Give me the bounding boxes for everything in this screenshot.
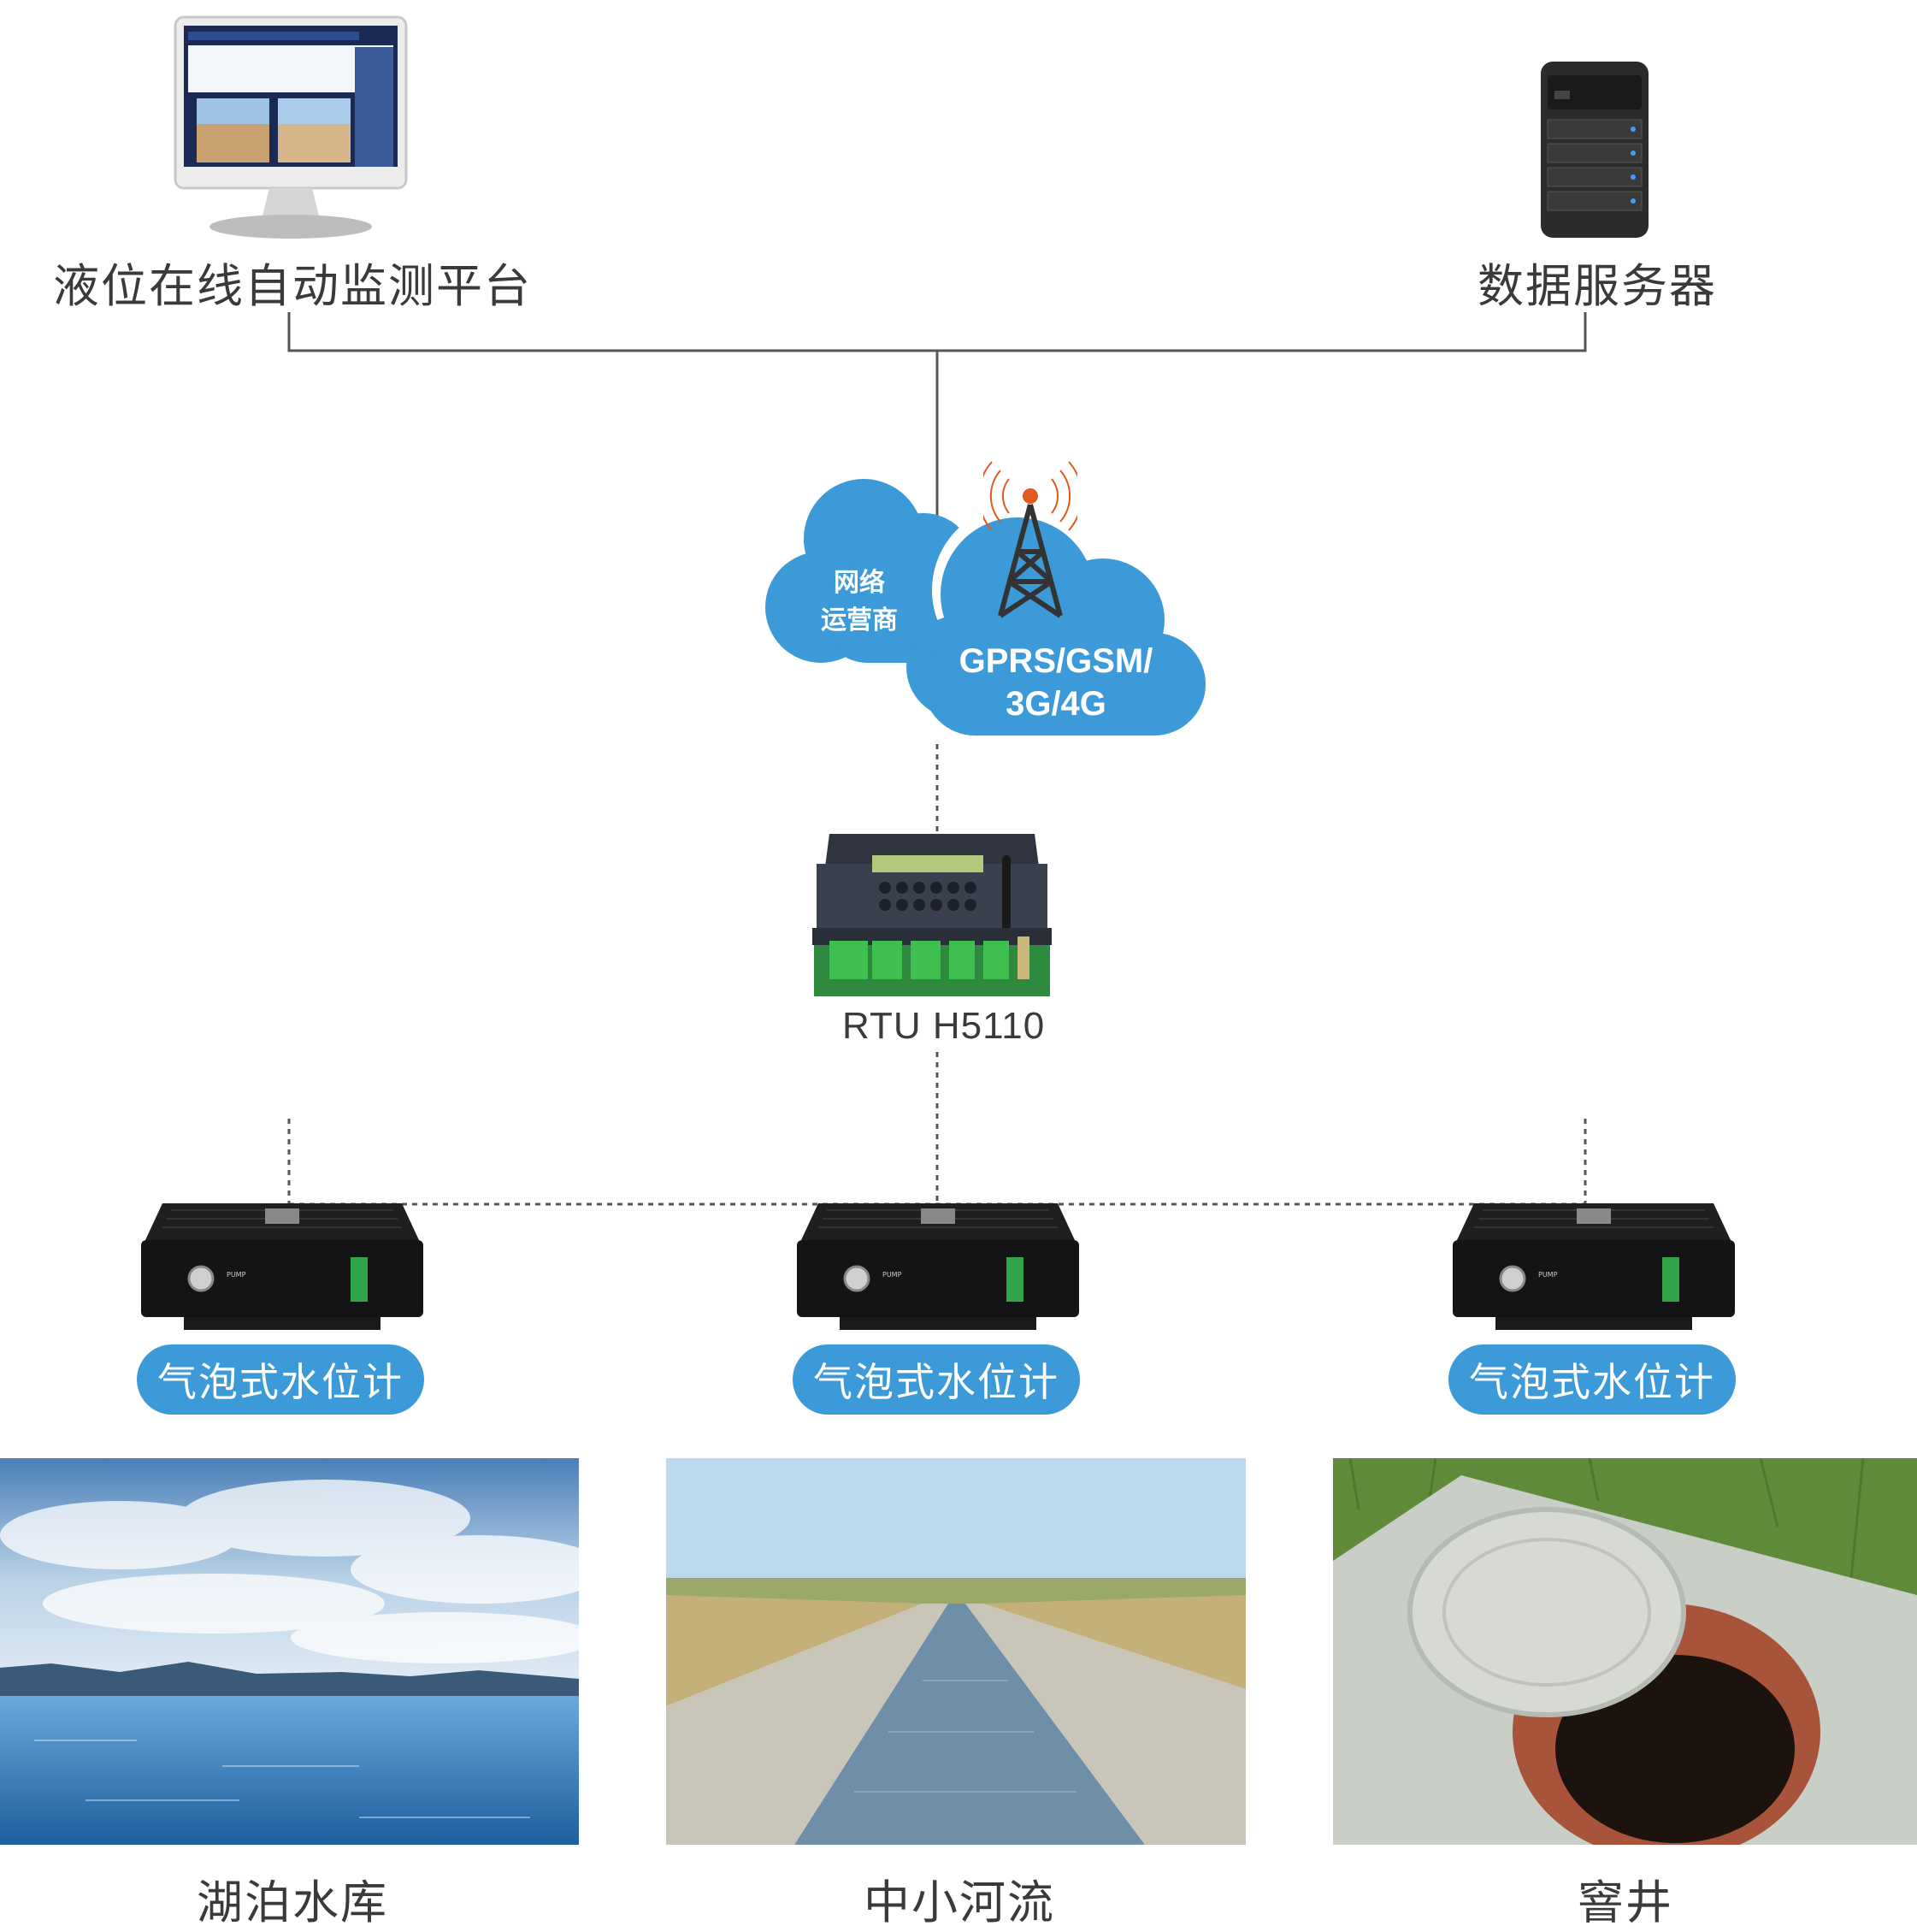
sensor-panel-text: PUMP <box>882 1271 902 1279</box>
site-label: 中小河流 <box>864 1876 1055 1929</box>
server-label: 数据服务器 <box>1478 259 1717 313</box>
sensor-device-icon: PUMP <box>793 1202 1083 1330</box>
server-link-line <box>937 312 1587 352</box>
sensor-panel-text: PUMP <box>227 1271 246 1279</box>
monitor-icon <box>171 13 410 244</box>
lake-reservoir-photo <box>0 1458 579 1845</box>
rtu-device-icon <box>804 830 1060 1005</box>
sensor-device-icon: PUMP <box>1448 1202 1739 1330</box>
network-label: GPRS/GSM/ 3G/4G <box>958 642 1153 723</box>
site-label: 湖泊水库 <box>197 1876 388 1929</box>
platform-label: 液位在线自动监测平台 <box>53 259 532 313</box>
rtu-label: RTU H5110 <box>842 1005 1046 1047</box>
platform-link-line <box>287 312 937 352</box>
tower-icon <box>983 453 1077 624</box>
manhole-photo <box>1333 1458 1917 1845</box>
site-label: 窨井 <box>1578 1876 1673 1929</box>
small-river-photo <box>666 1458 1246 1845</box>
sensor-label-pill: 气泡式水位计 <box>1448 1344 1736 1415</box>
operator-label: 网络 运营商 <box>821 569 898 635</box>
sensor-device-icon: PUMP <box>137 1202 428 1330</box>
server-icon <box>1539 60 1650 239</box>
sensor-label-pill: 气泡式水位计 <box>137 1344 424 1415</box>
sensor-label-pill: 气泡式水位计 <box>793 1344 1080 1415</box>
sensor-panel-text: PUMP <box>1538 1271 1558 1279</box>
